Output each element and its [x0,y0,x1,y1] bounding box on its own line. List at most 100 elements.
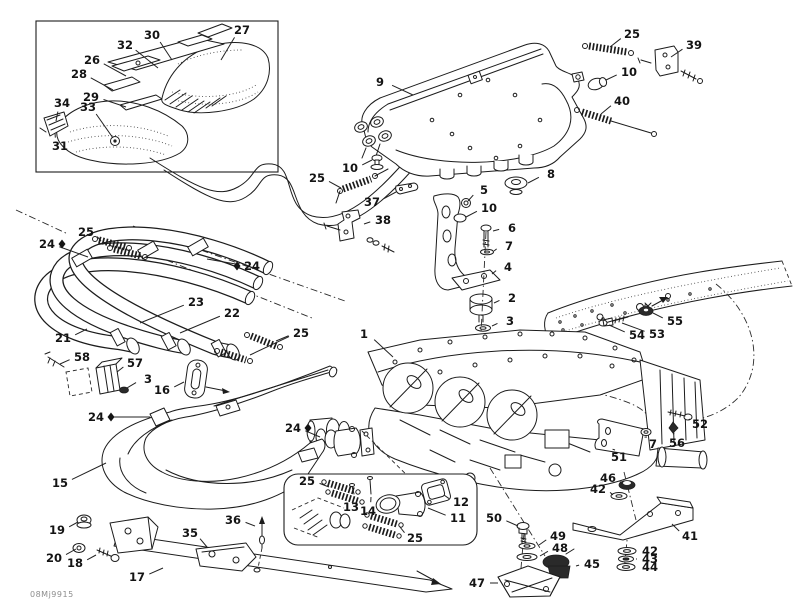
leader-line [55,111,59,122]
stud-14 [367,476,373,495]
leader-line [506,520,519,527]
clamp-cone-glyph [58,239,66,249]
part-number-label: 24 [244,259,260,273]
leader-line [220,37,235,61]
bolt-6 [480,224,492,248]
leader-line [467,194,474,202]
callout-14: 14 [360,496,376,518]
pipe-bundle [34,226,283,364]
callout-13: 13 [343,496,359,514]
callout-8: 8 [527,167,555,184]
inset-hood-detail [35,20,279,173]
part-number-label: 13 [343,500,359,514]
part-number-label: 16 [154,383,170,397]
leader-line [59,246,89,258]
part-number-label: 53 [649,327,665,341]
clip-37 [395,182,419,195]
callout-42: 42 [642,544,658,558]
grommet-hole-33 [110,136,120,146]
leader-line [126,382,137,389]
bolt-18 [96,547,120,562]
part-number-label: 19 [49,523,65,537]
strap-end-bracket [109,516,159,554]
part-number-label: 48 [552,541,568,555]
callout-10: 10 [465,201,497,218]
leader-line [427,507,446,516]
leader-line [249,336,290,356]
part-number-label: 25 [407,531,423,545]
callout-52: 52 [688,417,708,431]
leader-line [527,176,540,184]
spring-25-top [588,42,628,56]
part-number-label: 46 [600,471,616,485]
leader-line [86,554,97,561]
pto-shaft [655,446,708,470]
leader-line [575,564,580,567]
part-number-label: 34 [54,96,70,110]
leader-line [361,159,373,166]
callout-11: 11 [427,507,466,525]
clamp-cone-glyph [304,423,312,433]
part-number-label: 29 [83,90,99,104]
callout-19: 19 [49,521,79,537]
part-number-label: 31 [52,139,68,153]
leader-line [103,98,127,108]
stud-13 [349,483,355,495]
callout-42: 42 [590,482,614,496]
callout-9: 9 [376,75,414,96]
frame-hardware [598,306,654,327]
leader-line [328,181,342,189]
locknut-19 [76,514,92,529]
leader-line [139,304,185,324]
callout-25: 25 [299,474,330,488]
part-number-label: 7 [505,239,513,253]
callout-55: 55 [652,312,683,328]
callout-41: 41 [671,523,698,543]
tuned-pipe-body [101,365,338,510]
leader-line [493,248,497,252]
callout-46: 46 [600,471,623,485]
leader-line [96,236,102,242]
callout-28: 28 [71,67,114,91]
part-number-label: 38 [375,213,391,227]
callout-47: 47 [469,576,498,590]
carb-bores [382,362,538,441]
callout-25: 25 [249,326,309,356]
part-number-label: 22 [224,306,240,320]
part-number-label: 39 [686,38,702,52]
leader-line [605,74,617,81]
part-number-label: 26 [84,53,100,67]
callout-16: 16 [154,381,185,397]
leader-line [491,322,498,327]
part-number-label: 25 [309,171,325,185]
leader-line [672,432,675,435]
part-number-label: 14 [360,504,376,518]
callout-48: 48 [539,541,568,557]
callout-43: 43 [636,552,658,566]
leader-line [65,548,77,556]
muffler-inlet-stubs [354,116,392,159]
washer-7 [480,248,494,256]
part-number-label: 23 [188,295,204,309]
leader-line [443,494,450,499]
callout-37: 37 [364,191,397,209]
plug-10-right [587,77,608,91]
callout-25: 25 [309,171,342,189]
callout-57: 57 [116,356,143,373]
mount-bracket-47 [497,565,561,598]
callout-38: 38 [363,213,391,227]
leader-line [652,312,664,319]
part-number-label: 5 [480,183,488,197]
callout-5: 5 [467,183,488,202]
callout-25: 25 [78,225,102,242]
leader-line [465,210,478,218]
part-number-label: 36 [225,513,241,527]
gasket-16 [184,359,208,399]
callout-12: 12 [443,494,469,509]
leader-line [245,521,256,527]
callout-25: 25 [399,526,423,545]
leader-line [363,221,371,225]
part-number-label: 25 [293,326,309,340]
muffler [354,42,587,195]
part-number-label: 4 [504,260,512,274]
